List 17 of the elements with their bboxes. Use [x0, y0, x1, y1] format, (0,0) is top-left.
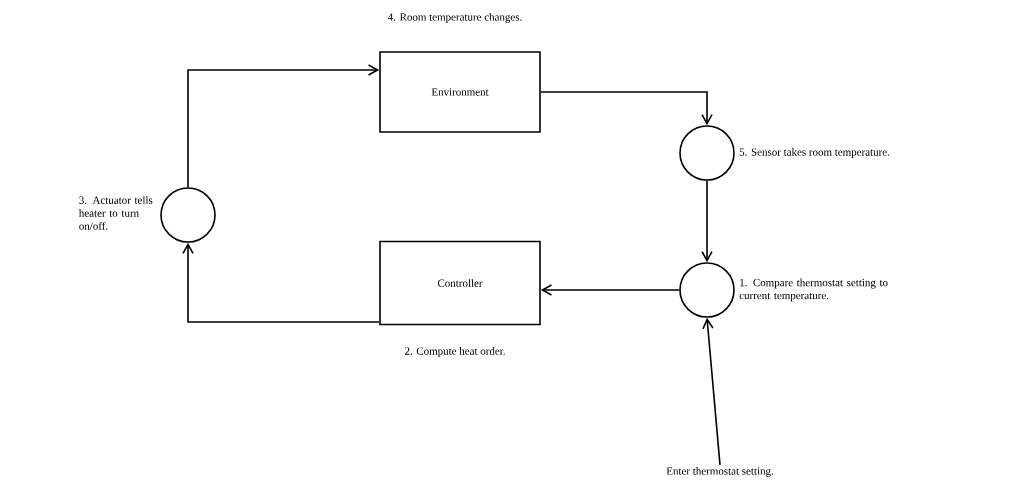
input-label: Enter thermostat setting.: [666, 467, 773, 477]
process-box: Controller: [379, 240, 541, 326]
node-caption: 5. Sensor takes room temperature.: [739, 148, 890, 158]
arrow: [701, 180, 713, 263]
node-caption: 4. Room temperature changes.: [387, 13, 522, 23]
node-caption: 3. Actuator tells heater to turn on/off.: [78, 196, 153, 230]
arrow: [187, 64, 380, 188]
process-box: Environment: [379, 51, 541, 133]
summing-circle: [160, 187, 216, 243]
node-caption: 1. Compare thermostat setting to current temperature.: [739, 278, 888, 302]
arrow: [540, 91, 713, 126]
summing-circle: [679, 262, 735, 318]
summing-circle: [679, 125, 735, 181]
arrow: [540, 284, 680, 296]
arrow: [702, 317, 721, 466]
node-caption: 2. Compute heat order.: [404, 347, 505, 357]
arrow: [182, 242, 380, 323]
